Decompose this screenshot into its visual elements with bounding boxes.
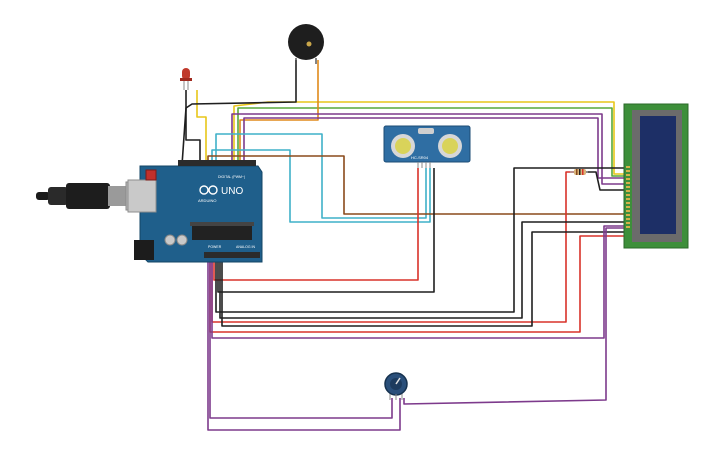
sensor-label: HC-SR04: [411, 155, 429, 160]
wire-yellow-1[interactable]: [196, 90, 207, 165]
wire-black-bottom-4[interactable]: [221, 231, 624, 327]
board-analog-label: ANALOG IN: [236, 245, 256, 249]
board-digital-label: DIGITAL (PWM~): [218, 175, 245, 179]
wire-black-bottom-2[interactable]: [215, 167, 624, 313]
wire-cyan-2[interactable]: [211, 149, 431, 223]
wire-purple-bottom[interactable]: [211, 225, 624, 339]
wire-purple-top-2[interactable]: [231, 113, 624, 185]
arduino-logo-icon: [199, 185, 218, 195]
potentiometer-knob-indicator[interactable]: [395, 377, 401, 385]
wire-red-2[interactable]: [211, 171, 574, 323]
wire-orange[interactable]: [239, 60, 319, 165]
wires: [181, 60, 624, 431]
potentiometer[interactable]: [384, 372, 408, 400]
wire-brown[interactable]: [207, 155, 624, 215]
lcd-pins: [626, 166, 630, 228]
reset-button[interactable]: [145, 169, 157, 181]
resistor[interactable]: [570, 169, 588, 175]
wire-black-led[interactable]: [185, 90, 201, 165]
board-power-label: POWER: [208, 245, 222, 249]
arduino-uno-board[interactable]: UNO ARDUINO DIGITAL (PWM~) POWER ANALOG …: [127, 160, 263, 263]
board-model-label: UNO: [221, 186, 243, 197]
wire-resistor-lead: [586, 171, 624, 191]
piezo-buzzer[interactable]: [288, 24, 324, 64]
wire-purple-pot-2[interactable]: [209, 262, 393, 419]
wire-black-bottom-1[interactable]: [217, 168, 435, 293]
board-brand-label: ARDUINO: [198, 198, 216, 203]
wire-red-1[interactable]: [213, 168, 419, 281]
ultrasonic-sensor[interactable]: HC-SR04: [383, 125, 471, 168]
lcd-display[interactable]: [623, 103, 689, 249]
wire-yellow-2[interactable]: [233, 101, 624, 175]
led[interactable]: [180, 68, 192, 90]
wire-green[interactable]: [237, 107, 624, 177]
wire-cyan-1[interactable]: [215, 133, 427, 219]
wire-purple-pot-3[interactable]: [403, 227, 624, 405]
wire-black-bottom-3[interactable]: [219, 221, 624, 319]
wire-black-buzzer[interactable]: [181, 60, 297, 166]
wire-purple-pot-1[interactable]: [207, 262, 401, 431]
